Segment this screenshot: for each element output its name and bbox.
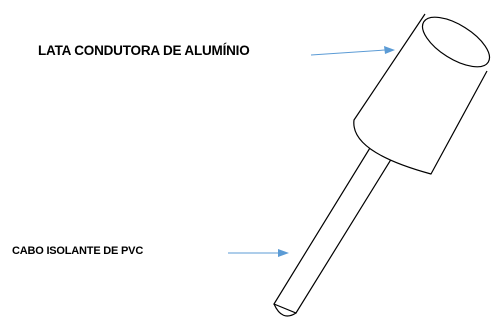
arrow-to-can-shaft	[310, 49, 386, 56]
pvc-cable	[273, 142, 396, 317]
aluminium-can	[353, 13, 491, 175]
label-aluminium-can: LATA CONDUTORA DE ALUMÍNIO	[38, 43, 250, 58]
cable-body	[273, 142, 396, 314]
arrow-to-can-head	[384, 46, 395, 54]
arrow-to-cable	[228, 249, 289, 257]
can-top-ellipse	[421, 16, 491, 68]
cable-end-cap	[273, 303, 297, 317]
label-pvc-cable: CABO ISOLANTE DE PVC	[12, 245, 144, 257]
arrow-to-can	[310, 46, 395, 56]
arrow-to-cable-head	[278, 249, 289, 257]
